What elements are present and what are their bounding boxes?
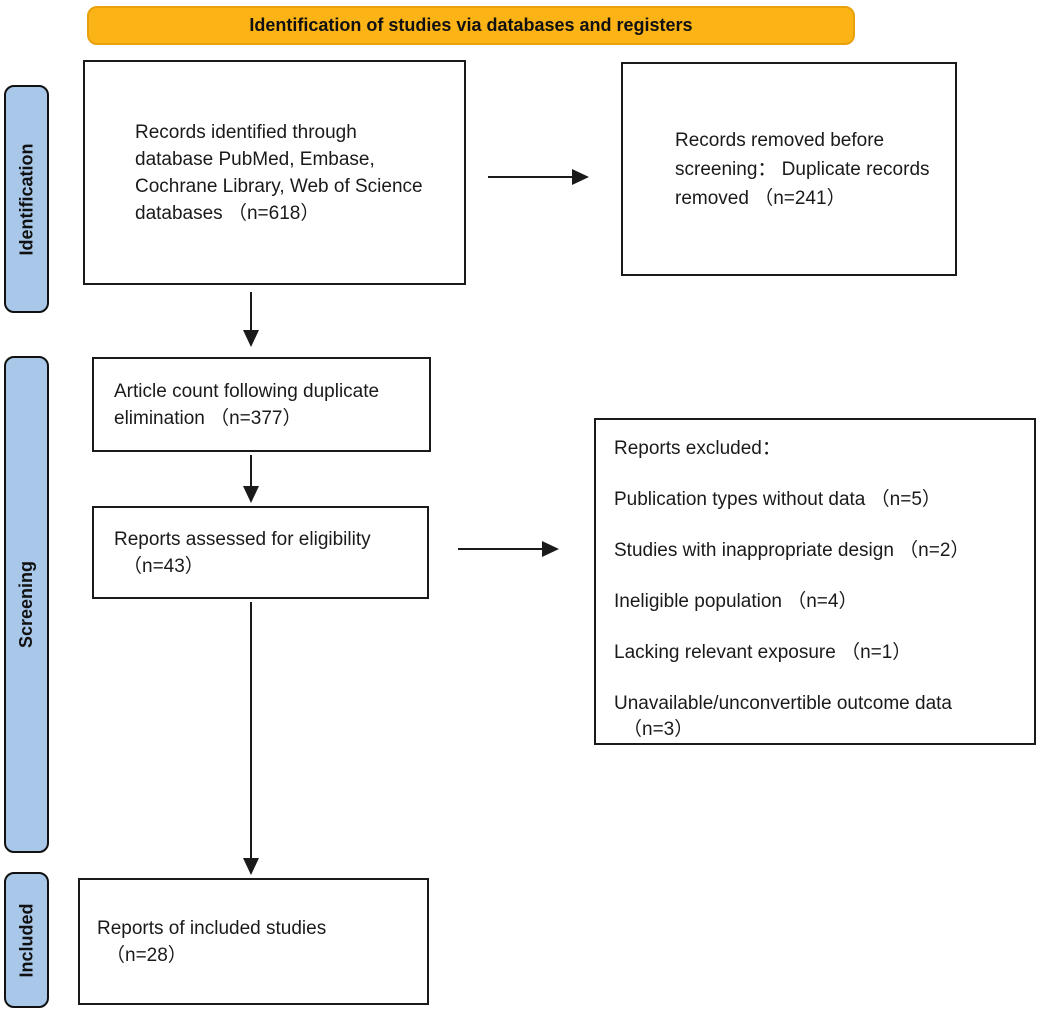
box-line: Studies with inappropriate design （n=2） — [614, 540, 970, 561]
box-records-removed: Records removed before screening： Duplic… — [621, 62, 957, 276]
box-after-duplicate-elimination: Article count following duplicate elimin… — [92, 357, 431, 452]
box-records-identified: Records identified through database PubM… — [83, 60, 466, 285]
box-reports-excluded: Reports excluded： Publication types with… — [594, 418, 1036, 745]
arrow-identified-to-removed — [488, 169, 589, 185]
arrow-identified-to-deduplicated — [243, 292, 259, 347]
box-line: Reports excluded： — [614, 438, 781, 459]
banner-identification-of-studies: Identification of studies via databases … — [87, 6, 855, 45]
stage-included: Included — [4, 872, 49, 1008]
box-line: databases （n=618） — [135, 202, 320, 224]
box-line: Records identified through — [135, 121, 357, 143]
box-line: removed （n=241） — [675, 187, 846, 209]
stage-screening: Screening — [4, 356, 49, 853]
box-line: （n=43） — [123, 555, 204, 577]
stage-included-label: Included — [16, 902, 37, 978]
box-line: （n=28） — [106, 944, 187, 966]
box-line: Ineligible population （n=4） — [614, 591, 858, 612]
box-line: Records removed before — [675, 129, 885, 151]
arrow-assessed-to-included — [243, 602, 259, 875]
box-line: Reports assessed for eligibility — [114, 528, 371, 550]
box-line: Article count following duplicate — [114, 380, 380, 402]
box-line: Cochrane Library, Web of Science — [135, 175, 423, 197]
stage-identification-label: Identification — [16, 143, 36, 255]
arrow-deduplicated-to-assessed — [243, 455, 259, 503]
arrow-assessed-to-excluded — [458, 541, 559, 557]
box-included-studies: Reports of included studies （n=28） — [78, 878, 429, 1005]
box-line: Publication types without data （n=5） — [614, 489, 941, 510]
box-line: （n=3） — [623, 719, 694, 740]
box-line: Unavailable/unconvertible outcome data — [614, 693, 952, 714]
box-assessed-for-eligibility: Reports assessed for eligibility （n=43） — [92, 506, 429, 599]
box-line: Reports of included studies — [97, 917, 327, 939]
box-line: Lacking relevant exposure （n=1） — [614, 642, 912, 663]
box-line: screening： Duplicate records — [675, 158, 930, 180]
box-line: elimination （n=377） — [114, 407, 302, 429]
stage-identification: Identification — [4, 85, 49, 313]
box-line: database PubMed, Embase, — [135, 148, 375, 170]
stage-screening-label: Screening — [16, 560, 36, 649]
